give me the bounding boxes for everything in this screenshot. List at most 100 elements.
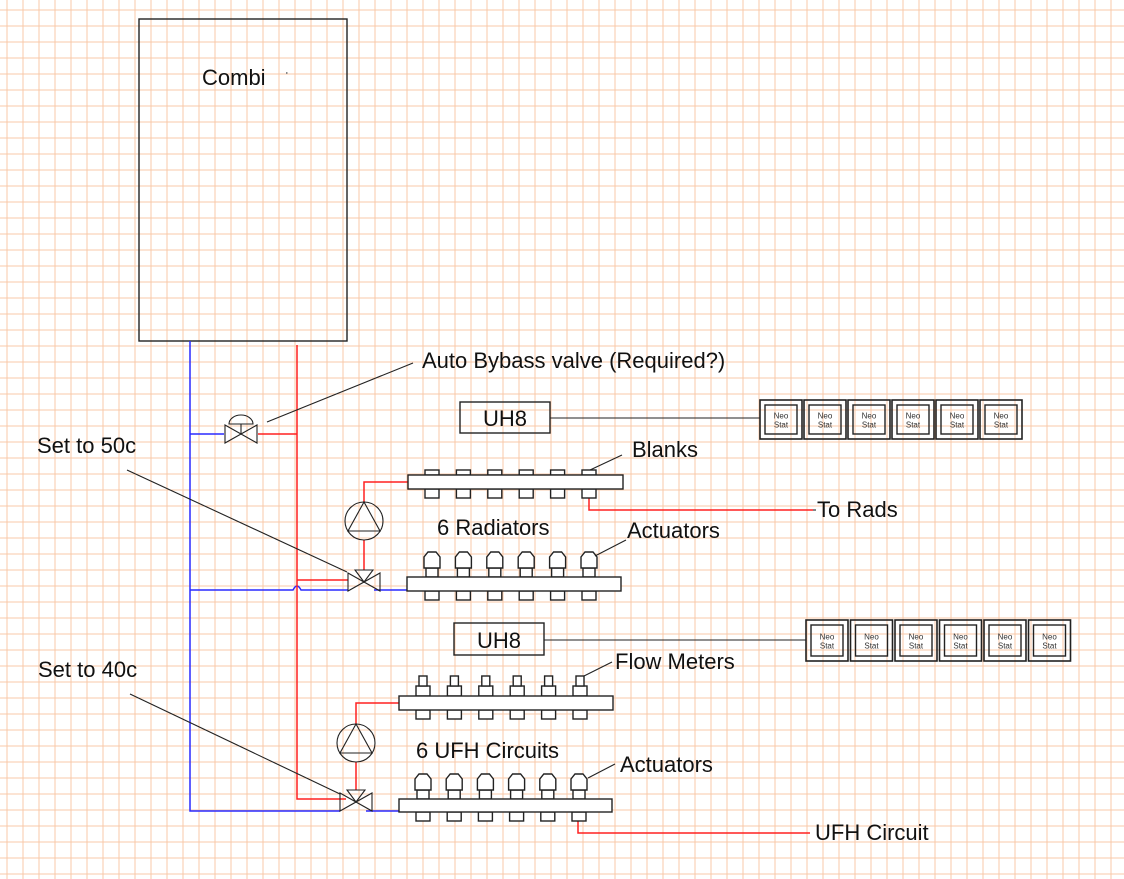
manifold-outlet-port: [446, 811, 462, 822]
neostat-label-line2: Stat: [864, 642, 879, 651]
neostat-label-line1: Neo: [998, 633, 1013, 642]
manifold-outlet-port: [581, 590, 597, 601]
flow-meter-base: [415, 685, 431, 697]
manifold-outlet-port: [518, 590, 534, 601]
pump-icon[interactable]: [336, 722, 376, 763]
manifold-outlet-port: [487, 590, 503, 601]
neostat-label-line1: Neo: [909, 633, 924, 642]
actuator-stem: [488, 567, 502, 578]
flow-meter-base: [540, 685, 557, 697]
actuator-stem: [572, 789, 586, 800]
radiator-setpoint-leader: [126, 469, 348, 573]
neostat-outer-frame: [803, 399, 847, 440]
blank-port-icon: [581, 469, 597, 476]
radiator-uh8-label: UH8: [483, 406, 527, 431]
flow-meter-icon: [478, 675, 494, 697]
manifold-outlet-port: [415, 709, 431, 720]
ufh-setpoint-leader: [129, 693, 341, 795]
radiator-return-manifold: [406, 551, 622, 601]
flow-meter-icon: [540, 675, 557, 697]
neostat-label-line1: Neo: [818, 412, 833, 421]
radiator-actuators-label: Actuators: [627, 518, 720, 543]
combi-boiler[interactable]: Combi: [138, 18, 348, 342]
ufh-circuit-label: UFH Circuit: [815, 820, 929, 845]
flow-meter-icon: [446, 675, 463, 697]
manifold-outlet-port: [424, 488, 440, 499]
manifold-outlet-port: [509, 709, 525, 720]
flow-meter-gauge: [418, 675, 428, 687]
actuator-icon: [486, 551, 504, 578]
three-way-valve-icon[interactable]: [339, 789, 373, 812]
flow-meter-icon: [509, 675, 525, 697]
blank-port-icon: [487, 469, 503, 476]
neostat-inner-frame: [943, 624, 978, 657]
pipework: [189, 341, 816, 834]
ufh-uh8-label: UH8: [477, 628, 521, 653]
manifold-outlet-port: [549, 488, 566, 499]
neostat-inner-frame: [764, 404, 798, 435]
bypass-leader-line: [266, 362, 414, 423]
manifold-outlet-port: [540, 709, 557, 720]
actuator-stem: [425, 567, 439, 578]
radiator-pump-impeller: [347, 500, 381, 532]
neostat-inner-frame: [896, 404, 930, 435]
actuator-head: [570, 773, 588, 791]
ufh-actuators-label: Actuators: [620, 752, 713, 777]
blank-port-icon: [549, 469, 566, 476]
pump-icon[interactable]: [344, 500, 384, 541]
manifold-outlet-port: [487, 488, 503, 499]
radiator-controller-box[interactable]: UH8: [459, 401, 551, 434]
ufh-flow-manifold: [398, 675, 614, 720]
flow-meter-gauge: [575, 675, 585, 687]
radiator-valve-branch: [353, 569, 375, 583]
neostat-outer-frame: [847, 399, 891, 440]
manifold-outlet-port: [415, 811, 431, 822]
manifold-outlet-port: [540, 811, 556, 822]
neostat-label-line1: Neo: [820, 633, 835, 642]
actuator-stem: [478, 789, 493, 800]
flow-meter-base: [509, 685, 525, 697]
actuator-icon: [507, 773, 526, 800]
neostat-outer-frame: [1027, 619, 1072, 662]
blank-port-icon: [455, 469, 472, 476]
bypass-valve-icon[interactable]: [224, 414, 258, 444]
flow-meter-icon: [415, 675, 431, 697]
manifold-outlet-port: [581, 488, 597, 499]
actuator-head: [539, 773, 557, 791]
bypass-valve-label: Auto Bybass valve (Required?): [422, 348, 725, 373]
ufh-valve-body: [339, 792, 373, 812]
actuator-icon: [414, 773, 432, 800]
ufh-thermostat-row: NeoStatNeoStatNeoStatNeoStatNeoStatNeoSt…: [805, 619, 1072, 662]
actuator-icon: [454, 551, 473, 578]
ufh-controller-box[interactable]: UH8: [453, 622, 545, 656]
actuator-head: [423, 551, 441, 569]
three-way-valve-icon[interactable]: [347, 569, 381, 592]
blank-port-icon: [518, 469, 534, 476]
actuator-icon: [539, 773, 557, 800]
actuator-stem: [550, 567, 565, 578]
neostat-inner-frame: [984, 404, 1018, 435]
flow-meter-base: [446, 685, 463, 697]
ufh-manifold-label: 6 UFH Circuits: [416, 738, 559, 763]
bypass-valve-head: [228, 414, 254, 425]
actuator-head: [486, 551, 504, 569]
ufh-actuators-leader: [587, 763, 616, 779]
neostat-label-line1: Neo: [862, 412, 877, 421]
manifold-outlet-port: [424, 590, 440, 601]
boiler-marker-dot: [286, 72, 288, 74]
flow-meter-gauge: [543, 675, 554, 687]
ufh-return-manifold-bar: [398, 798, 613, 813]
